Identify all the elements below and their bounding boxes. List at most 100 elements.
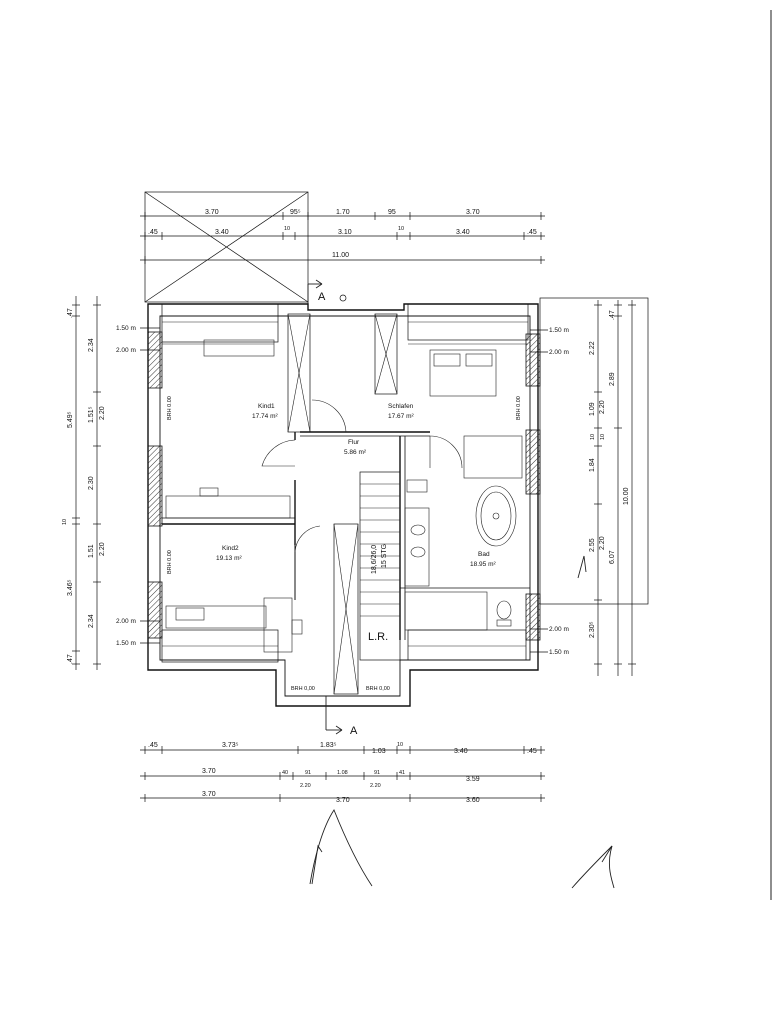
lr-label: L.R. <box>368 631 388 643</box>
room-area-bad: 18.95 m² <box>470 561 496 568</box>
right-dim-1-1: 2.22 <box>589 341 596 355</box>
left-dim-o-1: .47 <box>67 308 74 318</box>
room-brh-schlafen: BRH 0.00 <box>516 396 522 420</box>
room-area-kind1: 17.74 m² <box>252 413 278 420</box>
bottom-dim-1-7: .45 <box>527 748 537 755</box>
left-dim-i-5: 1.51 <box>88 544 95 558</box>
bottom-dim-2-1: 3.70 <box>202 768 216 775</box>
win-h-ul-2: 2.00 m <box>116 347 136 354</box>
windows-right <box>525 333 541 641</box>
brh-bottom-right: BRH 0,00 <box>366 686 390 692</box>
room-name-kind2: Kind2 <box>222 545 239 552</box>
bottom-dim-2-7: 2.20 <box>370 783 381 789</box>
pen-scribbles <box>309 809 615 889</box>
top-dim-2-6: 3.40 <box>456 229 470 236</box>
room-name-flur: Flur <box>348 439 360 446</box>
right-dim-1-3: 10 <box>590 434 596 440</box>
left-dim-o-3: 10 <box>62 519 68 525</box>
left-dim-o-4: 3.46⁵ <box>67 579 74 596</box>
room-kind2: Kind2 19.13 m² BRH 0.00 <box>167 545 242 574</box>
bottom-dim-3-3: 3.60 <box>466 797 480 804</box>
section-mark-bottom <box>325 696 343 735</box>
top-dim-2-5: 10 <box>398 226 404 232</box>
left-dim-i-4: 2.30 <box>88 476 95 490</box>
right-dim-2-4: 2.20 <box>599 536 606 550</box>
right-dim-1-2: 1.09 <box>589 402 596 416</box>
top-dim-2-1: .45 <box>148 229 158 236</box>
win-h-ur-1: 1.50 m <box>549 327 569 334</box>
windows-left <box>147 331 163 639</box>
right-dimensions: 2.22 1.09 10 1.84 2.55 2.30⁵ .47 2.89 2.… <box>539 297 649 676</box>
room-area-schlafen: 17.67 m² <box>388 413 414 420</box>
bottom-dim-2-5: 1.08 <box>337 770 348 776</box>
top-dim-2-7: .45 <box>527 229 537 236</box>
section-mark-top <box>307 279 347 305</box>
bottom-dim-1-2: 3.73⁵ <box>222 742 239 749</box>
window-height-labels: 1.50 m 2.00 m 2.00 m 1.50 m 1.50 m 2.00 … <box>116 325 569 656</box>
room-name-bad: Bad <box>478 551 490 558</box>
top-dim-2-2: 3.40 <box>215 229 229 236</box>
stair-steps: 15 STG <box>381 544 388 568</box>
top-dim-1-1: 3.70 <box>205 209 219 216</box>
bottom-dim-2-3: 91 <box>305 770 311 776</box>
furniture <box>161 339 528 663</box>
room-flur: Flur 5.86 m² <box>344 439 367 456</box>
room-area-flur: 5.86 m² <box>344 449 367 456</box>
left-dim-i-2: 1.51⁵ <box>88 406 95 423</box>
top-dim-2-4: 3.10 <box>338 229 352 236</box>
win-h-lr-2: 1.50 m <box>549 649 569 656</box>
win-h-ll-1: 2.00 m <box>116 618 136 625</box>
left-dim-i-1: 2.34 <box>88 338 95 352</box>
left-dim-i-3: 2.20 <box>99 406 106 420</box>
right-dim-2-2: 2.89 <box>609 372 616 386</box>
bottom-dim-3-2: 3.70 <box>336 797 350 804</box>
section-label-top: A <box>318 291 326 303</box>
bottom-dim-2-9: 3.59 <box>466 776 480 783</box>
win-h-lr-1: 2.00 m <box>549 626 569 633</box>
win-h-ul-1: 1.50 m <box>116 325 136 332</box>
top-dim-1-5: 3.70 <box>466 209 480 216</box>
top-dim-1-3: 1.70 <box>336 209 350 216</box>
bottom-dim-2-2: 40 <box>282 770 288 776</box>
stair-code: 18,6/26,0 <box>371 545 378 574</box>
section-label-bottom: A <box>350 725 358 737</box>
right-dim-mid-10: 10 <box>600 434 606 440</box>
bottom-dim-2-4: 2.20 <box>300 783 311 789</box>
left-dim-i-7: 2.34 <box>88 614 95 628</box>
right-dim-2-1: .47 <box>609 310 616 320</box>
room-brh-kind2: BRH 0.00 <box>167 550 173 574</box>
right-dim-3-1: 6.07 <box>609 550 616 564</box>
bottom-dim-2-6: 91 <box>374 770 380 776</box>
right-dim-1-4: 1.84 <box>589 458 596 472</box>
interior-walls <box>161 303 530 695</box>
top-dim-2-3: 10 <box>284 226 290 232</box>
top-dimensions: 3.70 95⁵ 1.70 95 3.70 .45 3.40 10 3.10 1… <box>140 209 545 264</box>
room-name-schlafen: Schlafen <box>388 403 414 410</box>
top-dim-1-4: 95 <box>388 209 396 216</box>
left-dimensions: .47 5.49⁵ 10 3.46⁵ .47 2.34 1.51⁵ 2.20 2… <box>62 296 106 670</box>
win-h-ll-2: 1.50 m <box>116 640 136 647</box>
room-schlafen: Schlafen 17.67 m² BRH 0.00 <box>388 396 522 420</box>
right-dim-1-5: 2.55 <box>589 538 596 552</box>
bottom-dim-1-4: 1.03 <box>372 748 386 755</box>
left-dim-o-2: 5.49⁵ <box>67 411 74 428</box>
bottom-dim-1-3: 1.83⁵ <box>320 742 337 749</box>
top-dim-3-1: 11.00 <box>332 252 349 259</box>
win-h-ur-2: 2.00 m <box>549 349 569 356</box>
left-dim-o-5: .47 <box>67 654 74 664</box>
brh-bottom-left: BRH 0,00 <box>291 686 315 692</box>
right-dim-2-3: 2.20 <box>599 400 606 414</box>
bottom-dim-1-1: .45 <box>148 742 158 749</box>
top-dim-1-2: 95⁵ <box>290 209 301 216</box>
bottom-dim-1-6: 3.40 <box>454 748 468 755</box>
bottom-dim-2-8: 41 <box>399 770 405 776</box>
bottom-dim-1-5: 10 <box>397 742 403 748</box>
room-brh-kind1: BRH 0.00 <box>167 396 173 420</box>
balcony-cross-box <box>144 191 309 303</box>
left-dim-i-6: 2.20 <box>99 542 106 556</box>
right-dim-1-6: 2.30⁵ <box>589 621 596 638</box>
room-kind1: Kind1 17.74 m² BRH 0.00 <box>167 396 278 420</box>
room-area-kind2: 19.13 m² <box>216 555 242 562</box>
